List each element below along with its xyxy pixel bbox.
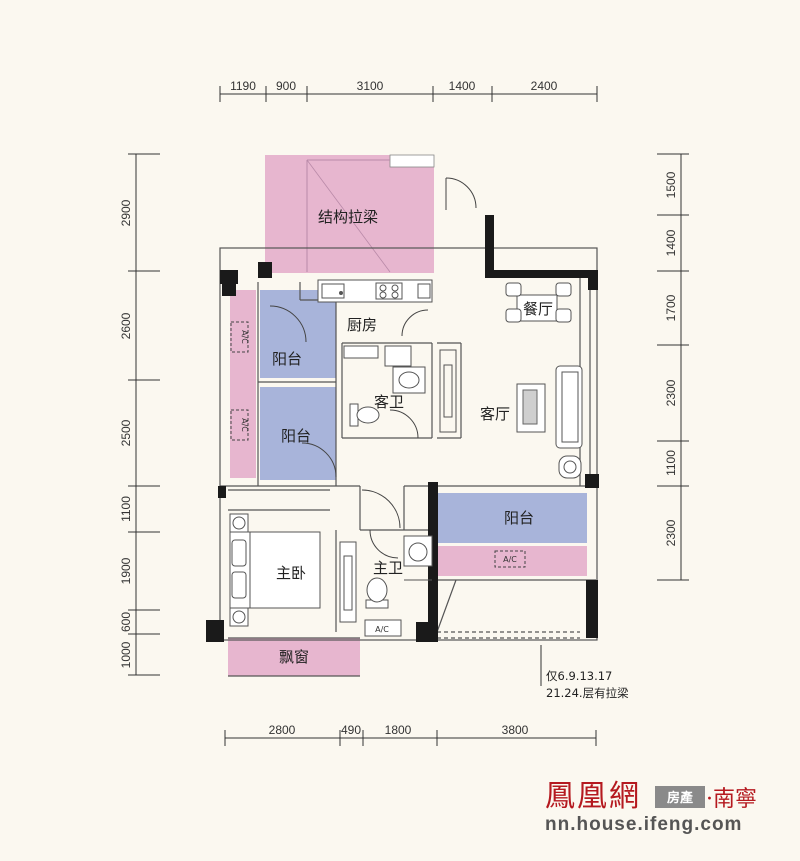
left-dim-7: 1000: [119, 641, 133, 668]
brand-tag: 房產: [667, 790, 693, 806]
room-label-balcony-right: 阳台: [504, 509, 534, 527]
room-label-structural-beam: 结构拉梁: [318, 208, 378, 226]
brand-logo: 鳳凰網 房產 ·南寧 nn.house.ifeng.com: [545, 779, 757, 835]
room-label-master-bedroom: 主卧: [276, 564, 306, 582]
brand-name: 鳳凰網: [545, 779, 641, 814]
right-dim-1: 1500: [664, 171, 678, 198]
left-dim-2: 2600: [119, 312, 133, 339]
kitchen-fixtures: [317, 279, 433, 367]
bay-window-fill: [228, 638, 360, 676]
note-line-1: 仅6.9.13.17: [546, 669, 612, 683]
master-bed: [229, 513, 357, 627]
ac-unit-marker-2: A/C: [230, 409, 249, 441]
note-line-2: 21.24.层有拉梁: [546, 686, 629, 700]
top-dim-3: 3100: [357, 79, 384, 93]
beam-diagonal: [306, 159, 391, 273]
top-dim-4: 1400: [449, 79, 476, 93]
bottom-dim-2: 490: [341, 723, 361, 737]
left-dim-3: 2500: [119, 419, 133, 446]
top-dim-2: 900: [276, 79, 296, 93]
room-label-guest-bath: 客卫: [374, 393, 404, 411]
structural-beam-zone: [265, 155, 434, 273]
door-arcs: [269, 177, 477, 559]
brand-tag-bg: [655, 786, 705, 808]
bottom-dim-4: 3800: [502, 723, 529, 737]
room-label-bay-window: 飘窗: [279, 648, 309, 666]
top-dim-1: 1190: [230, 79, 256, 93]
top-dimension-line: [219, 86, 598, 102]
ac-unit-marker-3: A/C: [494, 550, 526, 568]
room-label-living: 客厅: [480, 405, 510, 423]
brand-url: nn.house.ifeng.com: [545, 814, 742, 835]
bottom-dim-3: 1800: [385, 723, 412, 737]
left-dim-6: 600: [119, 612, 133, 632]
master-bath-fixtures: [364, 535, 433, 637]
svg-text:A/C: A/C: [503, 555, 517, 564]
left-dimension-line: [128, 153, 160, 676]
beam-window-sill: [389, 154, 435, 168]
bottom-dim-1: 2800: [269, 723, 296, 737]
left-ac-strip: [230, 290, 256, 478]
right-dim-6: 2300: [664, 519, 678, 546]
balcony-right-fill: [437, 493, 587, 543]
guest-bath-fixtures: [349, 349, 457, 433]
right-dim-4: 2300: [664, 379, 678, 406]
room-label-balcony-upper: 阳台: [272, 350, 302, 368]
living-furniture: [516, 365, 583, 479]
balcony-middle-fill: [260, 387, 336, 480]
ac-unit-marker-4: A/C: [375, 625, 389, 634]
svg-text:A/C: A/C: [240, 330, 249, 344]
svg-text:A/C: A/C: [240, 418, 249, 432]
right-dim-3: 1700: [664, 294, 678, 321]
top-dim-5: 2400: [531, 79, 558, 93]
room-label-dining: 餐厅: [523, 300, 553, 318]
structural-walls: [206, 215, 599, 642]
svg-text:A/C: A/C: [375, 625, 389, 634]
balcony-upper-fill: [260, 290, 336, 378]
room-label-kitchen: 厨房: [347, 316, 377, 334]
brand-city: ·南寧: [706, 787, 757, 812]
room-label-balcony-middle: 阳台: [281, 427, 311, 445]
right-dim-5: 1100: [664, 450, 678, 476]
interior-walls: [219, 247, 598, 677]
ac-unit-marker-1: A/C: [230, 321, 249, 353]
room-label-master-bath: 主卫: [373, 559, 403, 577]
dining-set: [505, 282, 572, 323]
left-dim-4: 1100: [119, 496, 133, 522]
left-dim-1: 2900: [119, 199, 133, 226]
right-dim-2: 1400: [664, 229, 678, 256]
left-dim-5: 1900: [119, 557, 133, 584]
bottom-dimension-line: [224, 730, 597, 746]
right-dimension-line: [657, 153, 689, 581]
